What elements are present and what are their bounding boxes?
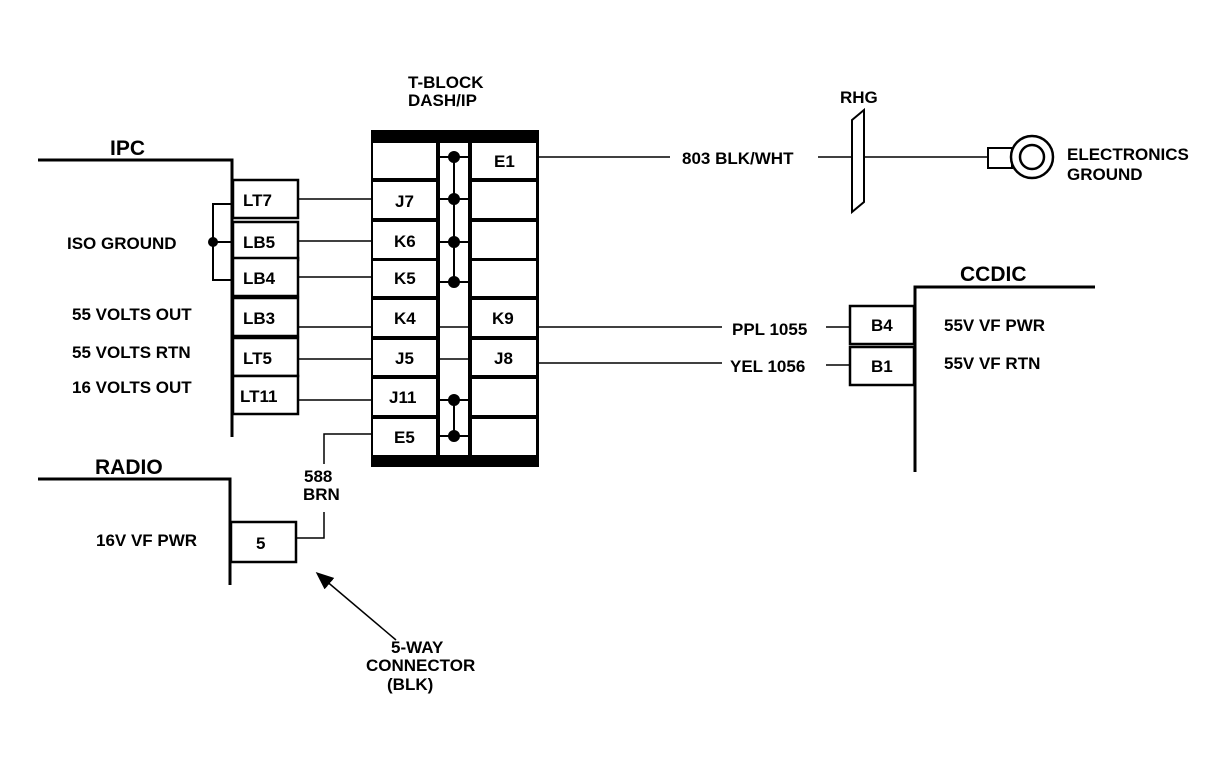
connector-note-line1: 5-WAY <box>391 638 444 657</box>
connector-note-line3: (BLK) <box>387 675 433 694</box>
tblock: T-BLOCK DASH/IP <box>371 73 539 467</box>
v55-rtn-label: 55 VOLTS RTN <box>72 343 191 362</box>
callout-arrow <box>315 572 397 641</box>
iso-ground-bracket <box>208 203 233 281</box>
electronics-ground-line1: ELECTRONICS <box>1067 145 1189 164</box>
ccdic-module: CCDIC B4 B1 55V VF PWR 55V VF RTN <box>848 263 1095 472</box>
tblock-ccdic-wires: PPL 1055 YEL 1056 <box>536 320 850 376</box>
wire-588: 588 BRN <box>296 433 373 539</box>
tblock-bus-upper <box>436 151 472 288</box>
rhg-grommet <box>851 107 865 215</box>
ground-terminal-icon <box>987 134 1055 180</box>
wire-1056-label: YEL 1056 <box>730 357 805 376</box>
ipc-module: IPC LT7 LB5 LB4 LB3 LT5 LT11 ISO GROUND … <box>38 137 300 437</box>
ipc-tblock-wires <box>298 198 373 401</box>
connector-callout: 5-WAY CONNECTOR (BLK) <box>315 572 475 694</box>
tblock-title-line2: DASH/IP <box>408 91 477 110</box>
ipc-pin-lt7: LT7 <box>243 191 272 210</box>
connector-note-line2: CONNECTOR <box>366 656 475 675</box>
ccdic-b4-signal: 55V VF PWR <box>944 316 1045 335</box>
ipc-pin-lt5: LT5 <box>243 349 272 368</box>
ipc-pin-lb4: LB4 <box>243 269 276 288</box>
v16-out-label: 16 VOLTS OUT <box>72 378 192 397</box>
iso-ground-label: ISO GROUND <box>67 234 177 253</box>
ipc-title: IPC <box>110 137 145 160</box>
tblock-pin-j8: J8 <box>494 349 513 368</box>
tblock-pin-k6: K6 <box>394 232 416 251</box>
radio-module: RADIO 5 16V VF PWR <box>38 456 298 585</box>
tblock-pin-j5: J5 <box>395 349 414 368</box>
rhg-label: RHG <box>840 88 878 107</box>
iso-ground-junction <box>208 237 218 247</box>
radio-title: RADIO <box>95 456 163 479</box>
ipc-pin-lb5: LB5 <box>243 233 275 252</box>
wire-1055-label: PPL 1055 <box>732 320 807 339</box>
ccdic-pin-b4: B4 <box>871 316 893 335</box>
electronics-ground-line2: GROUND <box>1067 165 1143 184</box>
ipc-connector: LT7 LB5 LB4 LB3 LT5 LT11 <box>231 178 300 416</box>
tblock-pin-e5: E5 <box>394 428 415 447</box>
wire-803-label: 803 BLK/WHT <box>682 149 794 168</box>
tblock-pin-k5: K5 <box>394 269 416 288</box>
tblock-pin-e1: E1 <box>494 152 515 171</box>
tblock-bus-lower <box>436 394 472 442</box>
ground-circuit: 803 BLK/WHT RHG ELECTRONICS GROUND <box>536 88 1189 215</box>
radio-signal-label: 16V VF PWR <box>96 531 197 550</box>
ipc-pin-lb3: LB3 <box>243 309 275 328</box>
tblock-title-line1: T-BLOCK <box>408 73 484 92</box>
tblock-pass-through <box>436 326 472 360</box>
wire-588-line2: BRN <box>303 485 340 504</box>
radio-pin-5: 5 <box>256 534 265 553</box>
tblock-pin-j7: J7 <box>395 192 414 211</box>
ccdic-b1-signal: 55V VF RTN <box>944 354 1040 373</box>
v55-out-label: 55 VOLTS OUT <box>72 305 192 324</box>
tblock-pin-k9: K9 <box>492 309 514 328</box>
tblock-pin-j11: J11 <box>389 388 416 407</box>
ccdic-pin-b1: B1 <box>871 357 893 376</box>
wire-588-line1: 588 <box>304 467 332 486</box>
ccdic-title: CCDIC <box>960 263 1027 286</box>
ipc-pin-lt11: LT11 <box>240 387 277 406</box>
tblock-pin-k4: K4 <box>394 309 416 328</box>
